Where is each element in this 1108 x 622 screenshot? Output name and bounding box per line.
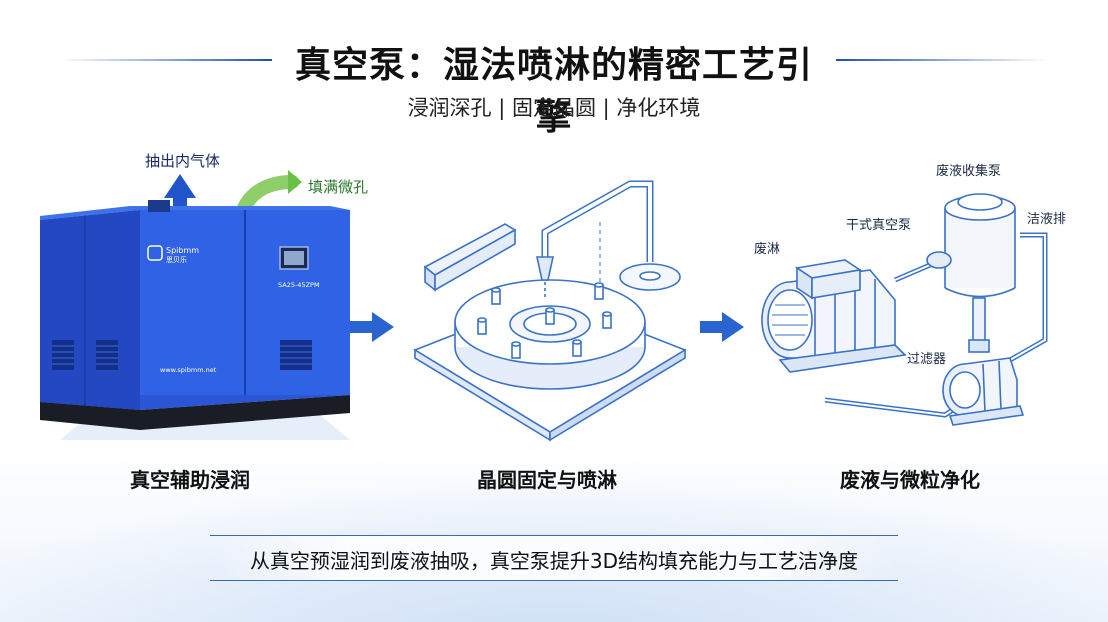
stage-vacuum-wetting: Spibmm 思贝乐 SA25-45ZPM www.spibmm.net [30, 140, 370, 440]
page-title: 真空泵：湿法喷淋的精密工艺引擎 [294, 45, 813, 138]
caption-vacuum-wetting: 真空辅助浸润 [130, 468, 250, 492]
waste-system-illustration [761, 193, 1048, 426]
summary-box: 从真空预湿润到废液抽吸，真空泵提升3D结构填充能力与工艺洁净度 [210, 535, 898, 581]
brand-name: Spibmm [166, 246, 199, 255]
brand-website: www.spibmm.net [160, 366, 217, 374]
label-filter: 过滤器 [907, 352, 947, 367]
label-fill-pores: 填满微孔 [308, 178, 369, 196]
wafer-chuck-illustration [413, 180, 687, 442]
label-collect-pump: 废液收集泵 [936, 164, 1002, 179]
caption-wafer-spray: 晶圆固定与喷淋 [477, 468, 617, 492]
brand-name-cn: 思贝乐 [166, 255, 187, 264]
page-subtitle: 浸润深孔 | 固定晶圆 | 净化环境 [407, 96, 701, 120]
flow-arrow-2-icon [700, 312, 744, 342]
summary-text: 从真空预湿润到废液抽吸，真空泵提升3D结构填充能力与工艺洁净度 [249, 549, 859, 573]
label-clean-out: 洁液排 [1027, 212, 1067, 227]
brand-logo-icon [147, 245, 163, 261]
label-waste: 废淋 [754, 242, 781, 257]
label-dry-pump: 干式真空泵 [846, 218, 912, 233]
flow-arrow-1-icon [350, 312, 394, 342]
header: 真空泵：湿法喷淋的精密工艺引擎 [0, 30, 1108, 138]
vacuum-pump-illustration: Spibmm 思贝乐 SA25-45ZPM www.spibmm.net [40, 170, 350, 440]
title-rule-left [60, 59, 272, 61]
title-rule-right [836, 59, 1048, 61]
stage-waste-purification [755, 180, 1085, 440]
caption-waste-purification: 废液与微粒净化 [840, 468, 980, 492]
model-number: SA25-45ZPM [278, 281, 320, 289]
label-extract-gas: 抽出内气体 [145, 152, 221, 170]
stage-wafer-spray [405, 172, 695, 442]
